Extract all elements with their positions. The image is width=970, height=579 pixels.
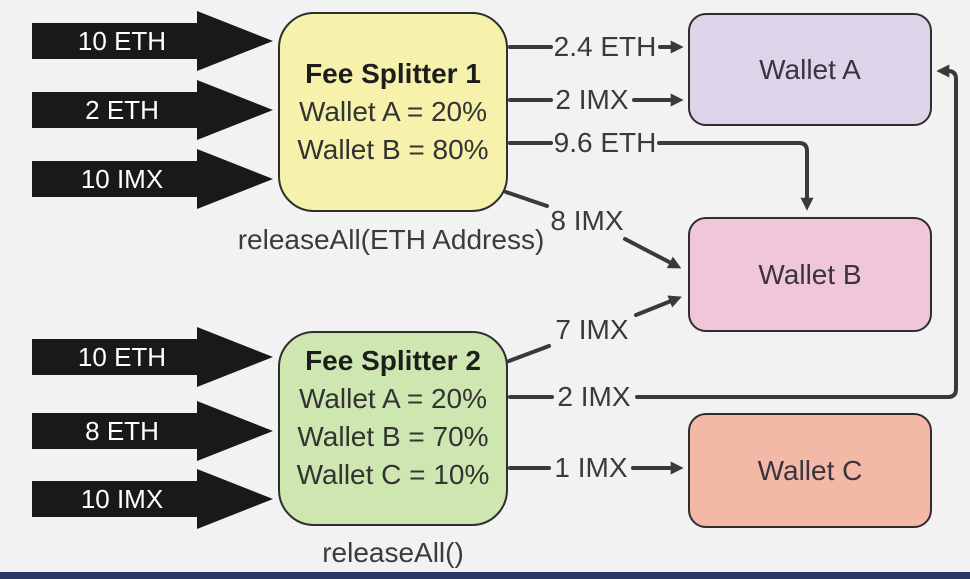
fee-splitter-2-share-c: Wallet C = 10% xyxy=(296,459,490,490)
input-arrow-10imx-fs2 xyxy=(32,469,273,529)
flow-label-2imx-top: 2 IMX xyxy=(555,84,629,115)
flow-label-7imx: 7 IMX xyxy=(555,314,629,345)
wallet-c-node: Wallet C xyxy=(688,413,932,528)
input-label-8eth-fs2: 8 ETH xyxy=(85,416,159,446)
wallet-c-label: Wallet C xyxy=(757,454,863,486)
fee-splitter-2-title: Fee Splitter 2 xyxy=(305,345,481,376)
fee-splitter-2-node: Fee Splitter 2 Wallet A = 20% Wallet B =… xyxy=(278,331,508,526)
flow-label-1imx: 1 IMX xyxy=(554,452,628,483)
input-label-2eth-fs1: 2 ETH xyxy=(85,95,159,125)
fee-splitter-1-caption: releaseAll(ETH Address) xyxy=(237,224,545,255)
input-arrow-10eth-fs1 xyxy=(32,11,273,71)
input-label-10eth-fs1: 10 ETH xyxy=(77,26,167,56)
input-label-10imx-fs2: 10 IMX xyxy=(80,484,164,514)
fee-splitter-2-share-b: Wallet B = 70% xyxy=(297,421,489,452)
wallet-a-label: Wallet A xyxy=(759,53,861,85)
flow-label-8imx: 8 IMX xyxy=(550,205,624,236)
fee-splitter-1-share-b: Wallet B = 80% xyxy=(297,134,489,165)
flow-line-7imx-left xyxy=(507,344,551,363)
input-arrow-2eth-fs1 xyxy=(32,80,273,140)
flow-line-8imx-left xyxy=(504,190,549,208)
flow-label-2_4eth: 2.4 ETH xyxy=(553,31,657,62)
wallet-b-node: Wallet B xyxy=(688,217,932,332)
flow-label-9_6eth: 9.6 ETH xyxy=(553,127,657,158)
flow-line-8imx-arrow xyxy=(623,237,682,269)
wallet-b-label: Wallet B xyxy=(758,258,862,290)
fee-splitter-2-share-a: Wallet A = 20% xyxy=(298,383,488,414)
wallet-a-node: Wallet A xyxy=(688,13,932,126)
flow-label-2imx-bottom: 2 IMX xyxy=(557,381,631,412)
bottom-window-edge xyxy=(0,572,970,579)
fee-splitter-1-title: Fee Splitter 1 xyxy=(305,58,481,89)
fee-splitter-2-caption: releaseAll() xyxy=(322,537,464,568)
flow-line-7imx-arrow xyxy=(634,295,682,317)
input-arrow-10eth-fs2 xyxy=(32,327,273,387)
input-arrow-8eth-fs2 xyxy=(32,401,273,461)
fee-splitter-1-share-a: Wallet A = 20% xyxy=(298,96,488,127)
input-label-10eth-fs2: 10 ETH xyxy=(77,342,167,372)
input-label-10imx-fs1: 10 IMX xyxy=(80,164,164,194)
fee-splitter-1-node: Fee Splitter 1 Wallet A = 20% Wallet B =… xyxy=(278,12,508,212)
input-arrow-10imx-fs1 xyxy=(32,149,273,209)
flow-line-2imx-bottom-elbow xyxy=(635,64,958,399)
flow-line-9_6eth-elbow xyxy=(657,141,814,211)
